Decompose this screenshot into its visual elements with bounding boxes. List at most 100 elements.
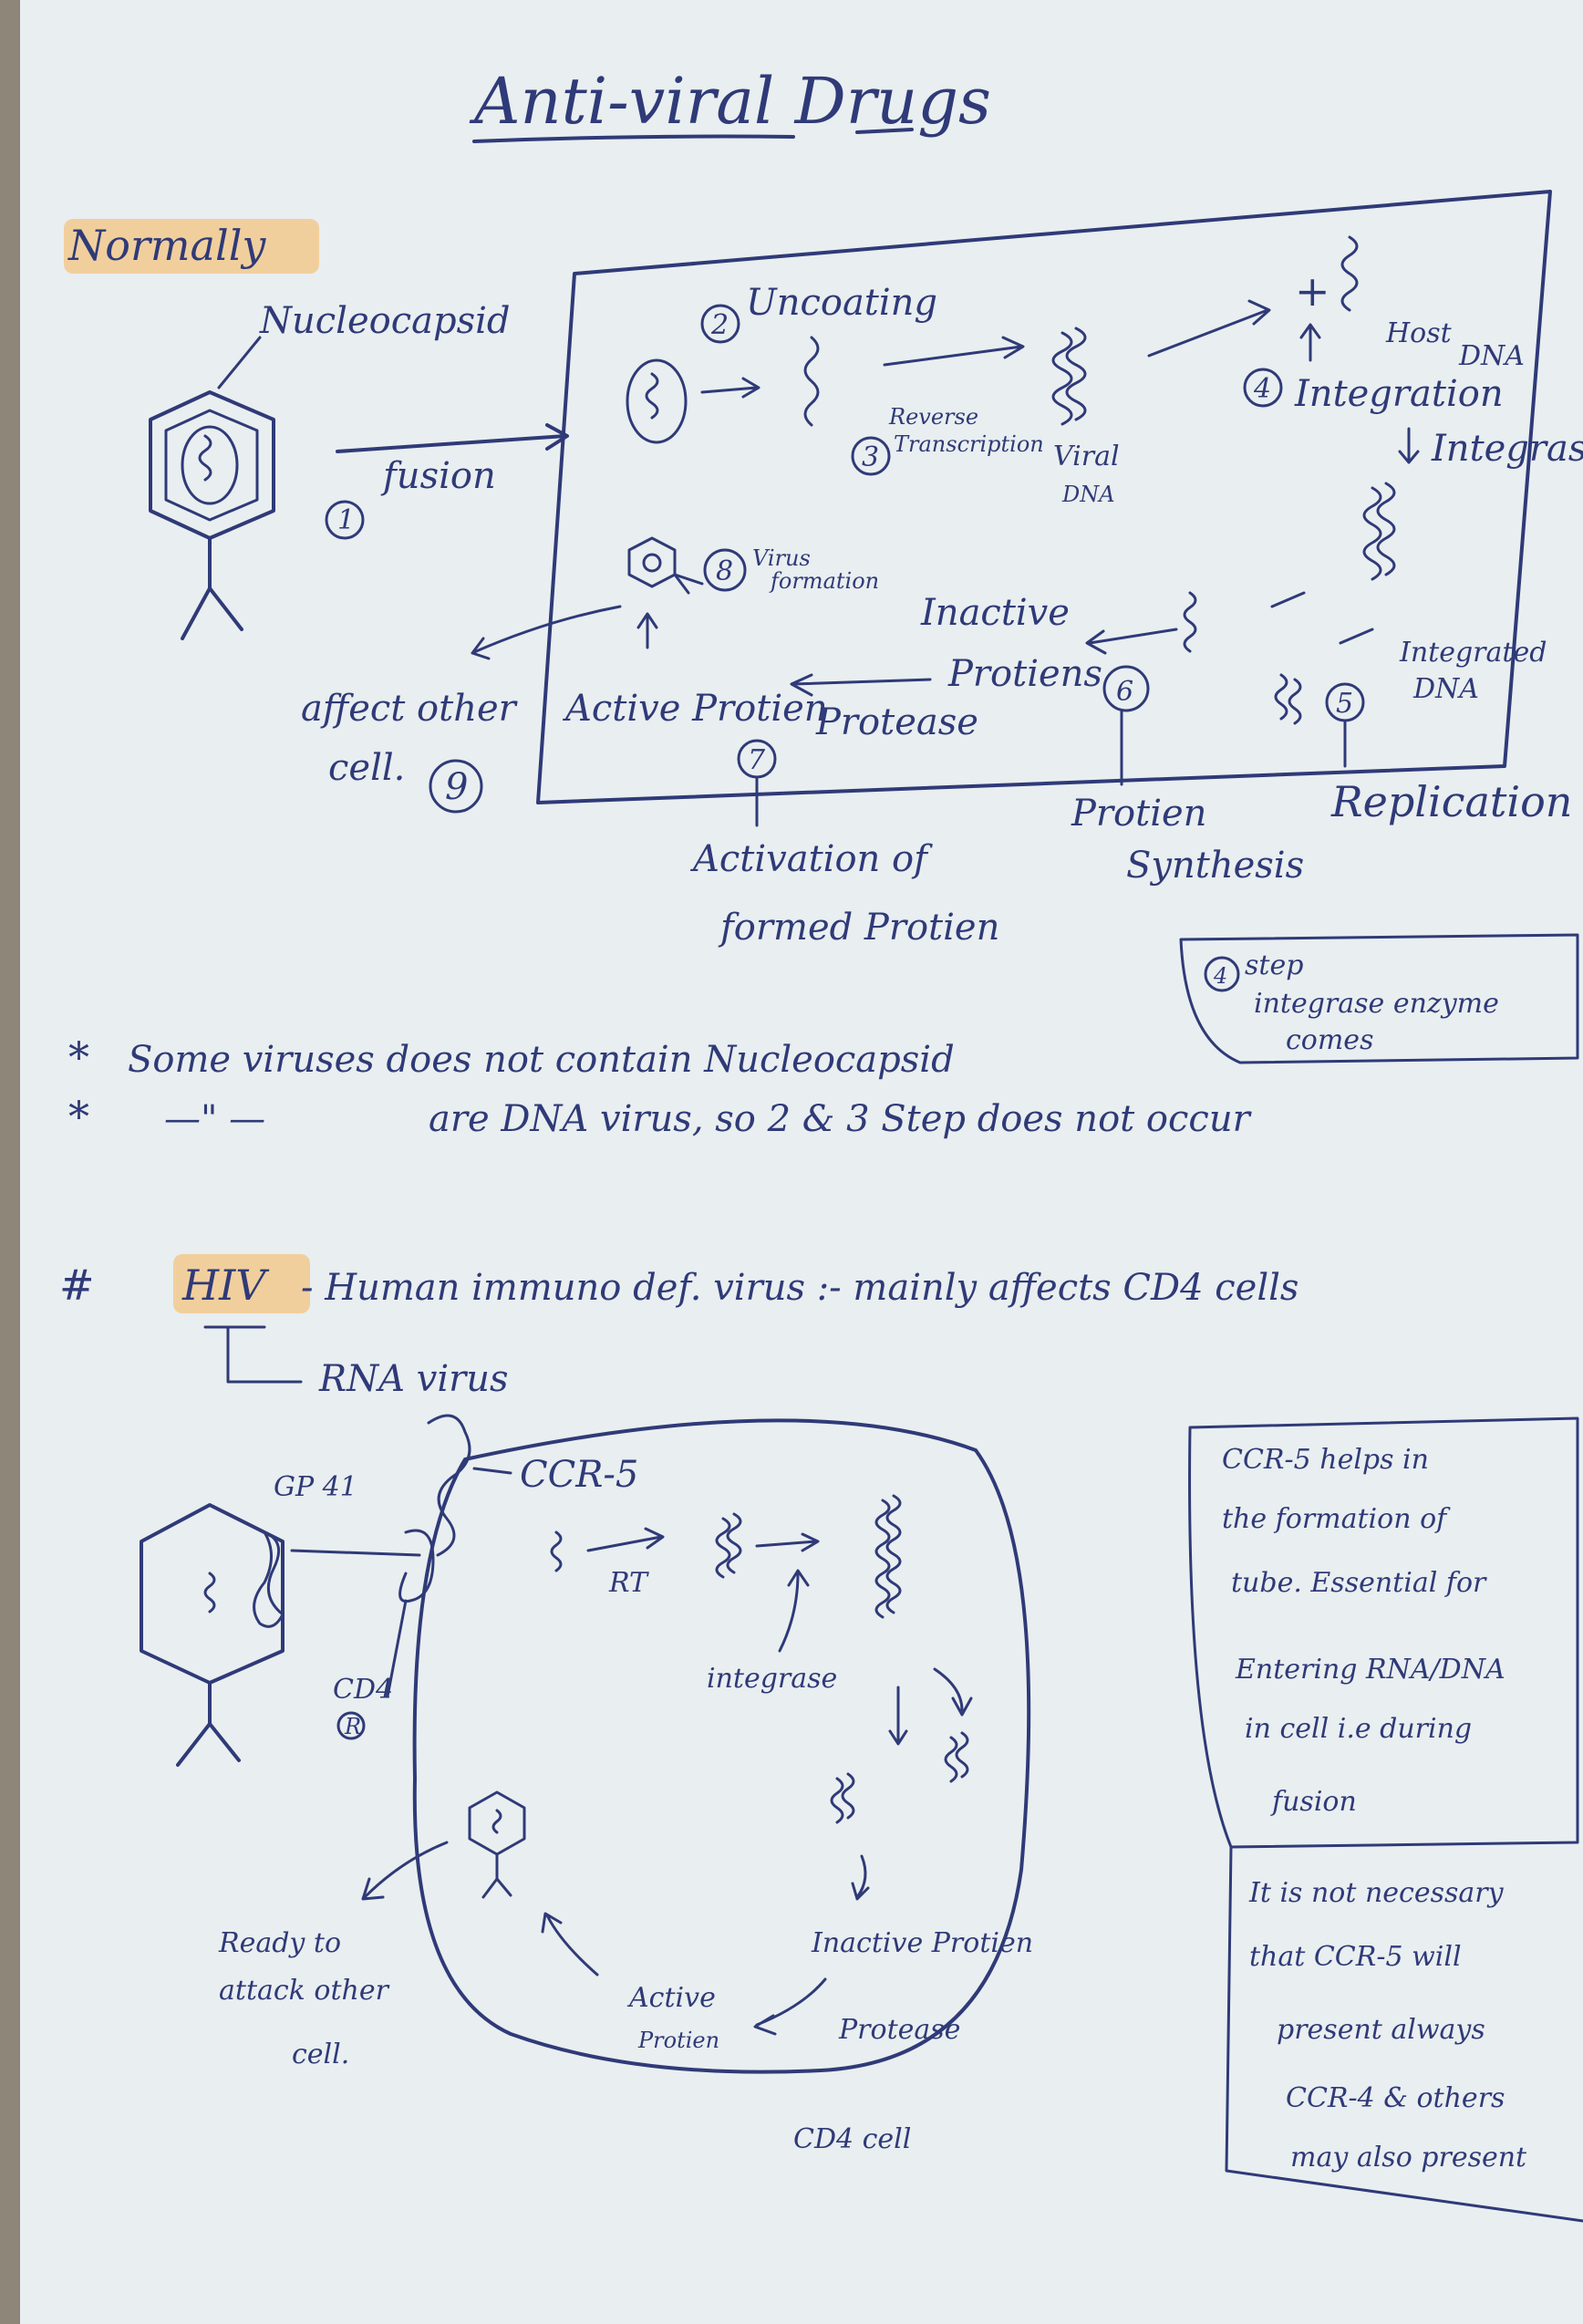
transcription-label: Transcription — [894, 431, 1044, 457]
host-cell-box — [536, 190, 1552, 804]
gp41-label: GP 41 — [274, 1471, 357, 1503]
box-text-2: comes — [1286, 1024, 1373, 1056]
box2-line-5: may also present — [1290, 2142, 1527, 2174]
title-underline — [472, 134, 795, 143]
step-9-circle — [429, 759, 483, 814]
title-underline-2 — [855, 128, 914, 134]
cd4-r-label: R — [344, 1714, 361, 1739]
ccr5-receptor — [427, 1414, 471, 1557]
inactive-protein-hiv-label: Inactive Protien — [811, 1927, 1033, 1959]
viral-label: Viral — [1053, 441, 1120, 472]
inactive-label: Inactive — [920, 592, 1070, 634]
note-star-2: * — [68, 1092, 89, 1141]
table-edge — [0, 0, 20, 2324]
affect-other-label: affect other — [301, 688, 519, 730]
ccr5-note-box — [1188, 1416, 1579, 1849]
hiv-description: - Human immuno def. virus :- mainly affe… — [301, 1267, 1298, 1309]
fusion-arrow — [336, 423, 569, 453]
step-1-circle — [325, 500, 365, 540]
box-step-label: step — [1245, 949, 1303, 981]
plus-sign: + — [1295, 266, 1330, 316]
ccr5-label: CCR-5 — [520, 1454, 638, 1496]
step-1-number: 1 — [337, 504, 355, 536]
integration-arrow — [1147, 299, 1271, 358]
rt-label: RT — [608, 1567, 649, 1599]
nucleocapsid-label: Nucleocapsid — [259, 300, 511, 342]
ready-label-2: attack other — [219, 1975, 390, 2007]
rt-arrow-hiv — [586, 1527, 665, 1552]
gp41-bond — [290, 1549, 421, 1557]
box2-line-3: present always — [1277, 2014, 1485, 2046]
hiv-sub: RNA virus — [318, 1358, 509, 1400]
cd4-label: CD4 — [333, 1674, 393, 1706]
host-dna-strand — [1340, 235, 1359, 312]
box1-line-2: the formation of — [1222, 1503, 1451, 1535]
step-8-number: 8 — [716, 555, 733, 587]
activation-label-2: formed Protien — [718, 907, 999, 949]
note-star-1: * — [68, 1032, 89, 1082]
step4-note-box — [1179, 933, 1579, 1064]
ready-label-3: cell. — [292, 2039, 349, 2070]
box1-line-6: fusion — [1270, 1786, 1357, 1818]
cd4-cell-label: CD4 cell — [793, 2123, 911, 2155]
integration-label: Integration — [1294, 373, 1504, 415]
note-line-2: are DNA virus, so 2 & 3 Step does not oc… — [429, 1098, 1253, 1140]
page-title: Anti-viral Drugs — [469, 64, 991, 139]
box1-line-1: CCR-5 helps in — [1222, 1444, 1429, 1476]
host-label: Host — [1385, 317, 1453, 349]
protein-arrow — [1085, 628, 1178, 655]
uncoat-arrow — [700, 377, 760, 399]
integrase-label: Integrase — [1431, 428, 1583, 470]
replication-label: Replication — [1330, 777, 1572, 826]
paper-sheet — [18, 0, 1583, 2324]
virus-formation-label: formation — [769, 568, 879, 594]
new-virus-icon — [627, 536, 677, 588]
release-arrow — [471, 605, 622, 660]
step-6-circle — [1102, 665, 1150, 712]
viral-dna-label: DNA — [1061, 482, 1115, 507]
integrated-dna-strand — [1376, 482, 1396, 576]
rna-strand — [803, 336, 820, 427]
normally-highlight — [64, 219, 319, 274]
protein-synthesis-label-1: Protien — [1071, 793, 1206, 835]
active-hiv-label-1: Active — [626, 1982, 716, 2014]
integrated-label: Integrated — [1399, 637, 1547, 669]
box-step-number: 4 — [1213, 963, 1227, 989]
step-3-number: 3 — [862, 441, 879, 473]
step-3-circle — [851, 436, 891, 476]
protein-synthesis-label-2: Synthesis — [1126, 845, 1304, 887]
uncoating-label: Uncoating — [746, 282, 937, 324]
step-7-number: 7 — [748, 744, 766, 776]
box1-line-3: tube. Essential for — [1231, 1567, 1487, 1599]
step-9-number: 9 — [445, 766, 468, 808]
cd4-cell-outline — [412, 1418, 1031, 2074]
box2-line-4: CCR-4 & others — [1286, 2082, 1505, 2114]
note-line-1: Some viruses does not contain Nucleocaps… — [128, 1039, 955, 1081]
step-4-number: 4 — [1253, 373, 1271, 405]
integrated-dna-label: DNA — [1412, 673, 1479, 705]
virus-particle-top — [149, 390, 275, 640]
hiv-title: HIV — [181, 1261, 270, 1310]
protease-arrow — [790, 673, 932, 697]
cd4-receptor — [398, 1529, 435, 1603]
proteins-label: Protiens — [947, 653, 1102, 695]
note-line-2-ditto: —" — — [164, 1098, 265, 1140]
activation-label-1: Activation of — [689, 838, 933, 880]
protease-label: Protease — [815, 701, 978, 743]
hiv-rna — [550, 1530, 563, 1572]
hiv-hash: # — [59, 1261, 95, 1310]
viral-dna-strand — [1065, 327, 1087, 421]
step-2-number: 2 — [710, 309, 729, 341]
normally-heading: Normally — [67, 221, 266, 270]
virus-label: Virus — [752, 545, 811, 571]
active-hiv-label-2: Protien — [637, 2028, 719, 2053]
rt-arrow — [883, 336, 1025, 367]
hiv-highlight — [173, 1254, 310, 1313]
step-8-circle — [703, 548, 747, 592]
host-dna-label: DNA — [1458, 340, 1525, 372]
fusion-label: fusion — [380, 455, 496, 497]
step-5-number: 5 — [1336, 688, 1353, 720]
integrase-hiv-label: integrase — [707, 1663, 837, 1695]
